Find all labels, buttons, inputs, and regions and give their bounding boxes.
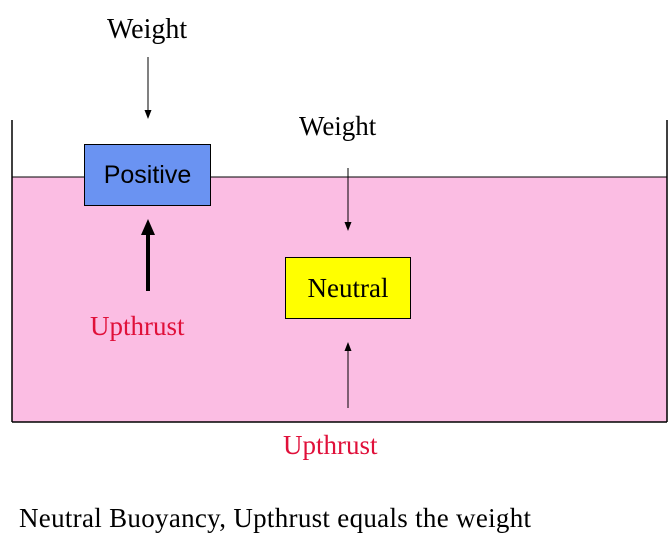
positive-box-label: Positive	[103, 160, 192, 189]
upthrust-arrow-left	[141, 219, 155, 291]
neutral-box-label: Neutral	[307, 272, 389, 303]
caption: Neutral Buoyancy, Upthrust equals the we…	[19, 503, 532, 533]
weight-label-left: Weight	[107, 14, 188, 45]
weight-arrow-right	[344, 168, 352, 231]
upthrust-label-right: Upthrust	[283, 430, 378, 460]
upthrust-label-left: Upthrust	[90, 311, 185, 341]
weight-arrow-left	[144, 57, 152, 119]
upthrust-arrow-right	[344, 342, 352, 408]
weight-label-right: Weight	[299, 111, 377, 141]
neutral-box: Neutral	[285, 257, 411, 319]
positive-box: Positive	[84, 144, 211, 206]
